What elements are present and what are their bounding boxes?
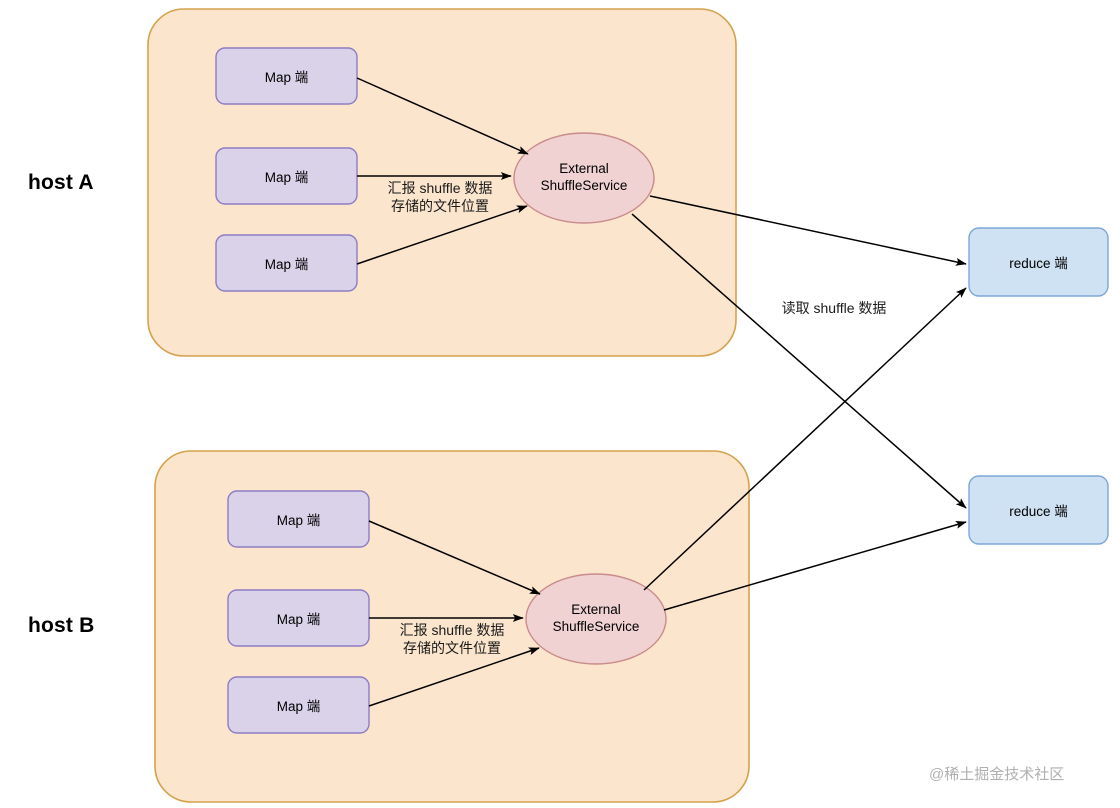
arrow-host-b-map3-to-ess [368,647,540,707]
host-b-map-node-2[interactable] [227,589,370,647]
arrow-host-b-ess-to-reduce1 [643,287,967,591]
cross-edge-label: 读取 shuffle 数据 [781,300,887,316]
arrow-host-a-ess-to-reduce1 [649,195,967,266]
arrow-host-b-map1-to-ess [368,520,541,595]
arrow-host-a-map1-to-ess [356,77,529,155]
arrow-host-a-map3-to-ess [356,205,528,265]
host-a-report-edge-label: 汇报 shuffle 数据 存储的文件位置 [387,180,493,214]
arrow-host-a-ess-to-reduce2 [631,213,967,509]
host-a-map-node-3[interactable] [215,234,358,292]
host-b-report-edge-label: 汇报 shuffle 数据 存储的文件位置 [399,622,505,656]
reduce-node-2[interactable] [968,475,1109,545]
host-a-map-node-2[interactable] [215,147,358,205]
host-a-label: host A [28,171,94,194]
host-b-external-shuffle-service[interactable] [525,573,667,665]
host-a-map-node-1[interactable] [215,47,358,105]
watermark: @稀土掘金技术社区 [929,766,1065,783]
host-b-label: host B [28,614,95,637]
host-a-external-shuffle-service[interactable] [513,132,655,224]
arrow-host-b-ess-to-reduce2 [663,521,967,611]
reduce-node-1[interactable] [968,227,1109,297]
host-b-map-node-3[interactable] [227,676,370,734]
host-b-map-node-1[interactable] [227,490,370,548]
